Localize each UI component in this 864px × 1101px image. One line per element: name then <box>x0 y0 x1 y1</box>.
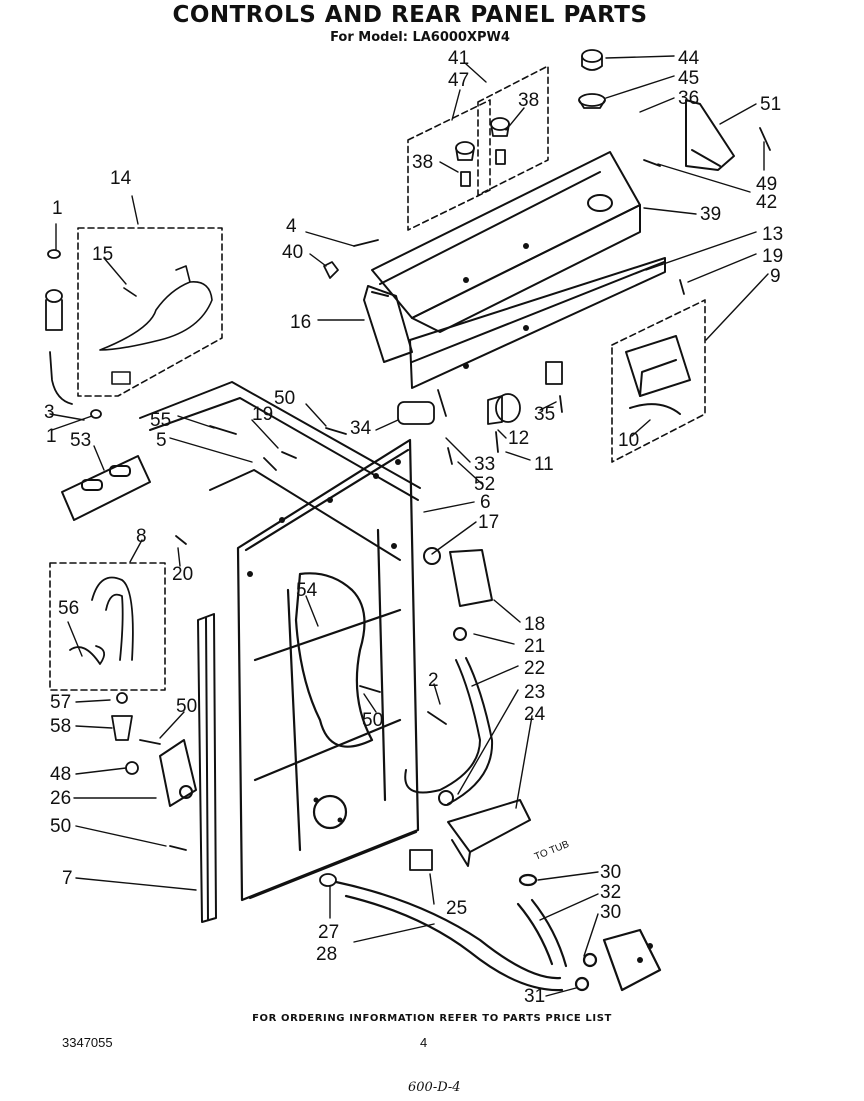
callout-label: 32 <box>600 882 621 903</box>
callout-label: 26 <box>50 788 71 809</box>
callout-label: 27 <box>318 922 339 943</box>
document-number: 3347055 <box>62 1035 113 1050</box>
callout-label: 19 <box>252 404 273 425</box>
drain-hose <box>334 873 662 992</box>
callout-label: 52 <box>474 474 495 495</box>
callout-label: 4 <box>286 216 297 237</box>
callout-label: 50 <box>362 710 383 731</box>
callout-label: 22 <box>524 658 545 679</box>
callout-label: 34 <box>350 418 372 439</box>
callout-label: 55 <box>150 410 171 431</box>
fasteners <box>139 127 771 887</box>
callout-label: 58 <box>50 716 71 737</box>
knob-group-box <box>407 65 549 231</box>
drain-hose-kit-box <box>49 562 166 691</box>
callout-label: 53 <box>70 430 91 451</box>
callout-label: 19 <box>762 246 783 267</box>
callout-label: 1 <box>46 426 57 447</box>
callout-label: 9 <box>770 266 781 287</box>
callout-label: 8 <box>136 526 147 547</box>
callout-label: 38 <box>518 90 539 111</box>
timer-assembly <box>625 335 691 415</box>
callout-label: 12 <box>508 428 529 449</box>
callout-label: 30 <box>600 902 621 923</box>
callout-label: 41 <box>448 48 469 69</box>
callout-label: 49 <box>756 174 777 195</box>
rear-bracket <box>61 455 151 521</box>
rear-frame <box>139 381 421 561</box>
power-cord-group-box <box>77 227 223 397</box>
callout-label: 47 <box>448 70 469 91</box>
callout-label: 50 <box>176 696 197 717</box>
page-title: CONTROLS AND REAR PANEL PARTS <box>172 2 648 28</box>
callout-label: 38 <box>412 152 433 173</box>
callout-label: 30 <box>600 862 621 883</box>
console-end-cap <box>363 285 413 363</box>
callout-label: 50 <box>274 388 295 409</box>
page-number: 4 <box>420 1035 428 1050</box>
callout-label: 21 <box>524 636 545 657</box>
callout-label: 40 <box>282 242 303 263</box>
callout-label: 1 <box>52 198 63 219</box>
leader-lines <box>49 55 769 997</box>
callout-label: 15 <box>92 244 113 265</box>
callout-labels: 1 14 15 3 1 53 55 5 19 50 34 4 40 16 41 … <box>44 48 783 1007</box>
callout-label: 24 <box>524 704 546 725</box>
ordering-note: FOR ORDERING INFORMATION REFER TO PARTS … <box>252 1013 612 1024</box>
callout-label: 35 <box>534 404 555 425</box>
callout-label: 11 <box>534 454 554 475</box>
rear-panel <box>236 438 420 902</box>
console-bracket <box>685 99 735 171</box>
model-subtitle: For Model: LA6000XPW4 <box>330 30 510 45</box>
callout-label: 57 <box>50 692 71 713</box>
console-panel <box>371 151 666 389</box>
callout-label: 5 <box>156 430 167 451</box>
pump-assembly <box>447 799 531 867</box>
callout-label: 7 <box>62 868 73 889</box>
fill-hose <box>404 657 494 806</box>
timer-group-box <box>611 299 706 463</box>
inlet-hose-fitting <box>45 249 102 419</box>
callout-label: 33 <box>474 454 495 475</box>
callout-label: 54 <box>296 580 318 601</box>
hose-clip <box>159 739 197 807</box>
power-cord <box>99 265 213 385</box>
callout-label: 10 <box>618 430 639 451</box>
callout-label: 42 <box>756 192 777 213</box>
control-switches <box>487 361 563 425</box>
callout-label: 3 <box>44 402 55 423</box>
callout-label: 50 <box>50 816 71 837</box>
callout-label: 48 <box>50 764 71 785</box>
callout-label: 56 <box>58 598 79 619</box>
handwritten-note: 600-D-4 <box>408 1080 461 1095</box>
callout-label: 16 <box>290 312 311 333</box>
callout-label: 23 <box>524 682 545 703</box>
callout-label: 36 <box>678 88 699 109</box>
callout-label: 25 <box>446 898 467 919</box>
callout-label: 6 <box>480 492 491 513</box>
callout-label: 28 <box>316 944 337 965</box>
callout-label: 17 <box>478 512 499 533</box>
callout-label: 2 <box>428 670 439 691</box>
callout-label: 20 <box>172 564 193 585</box>
panel-details <box>247 243 653 963</box>
callout-label: 45 <box>678 68 699 89</box>
callout-label: 31 <box>524 986 545 1007</box>
callout-label: 14 <box>110 168 132 189</box>
water-valve <box>423 547 493 641</box>
drain-hose-kit <box>69 576 139 775</box>
callout-label: 39 <box>700 204 721 225</box>
callout-label: 18 <box>524 614 545 635</box>
callout-label: 44 <box>678 48 700 69</box>
knobs <box>323 49 606 279</box>
callout-label: 13 <box>762 224 783 245</box>
callout-label: 51 <box>760 94 781 115</box>
to-tub-label: TO TUB <box>533 839 571 863</box>
side-rail <box>197 613 217 923</box>
